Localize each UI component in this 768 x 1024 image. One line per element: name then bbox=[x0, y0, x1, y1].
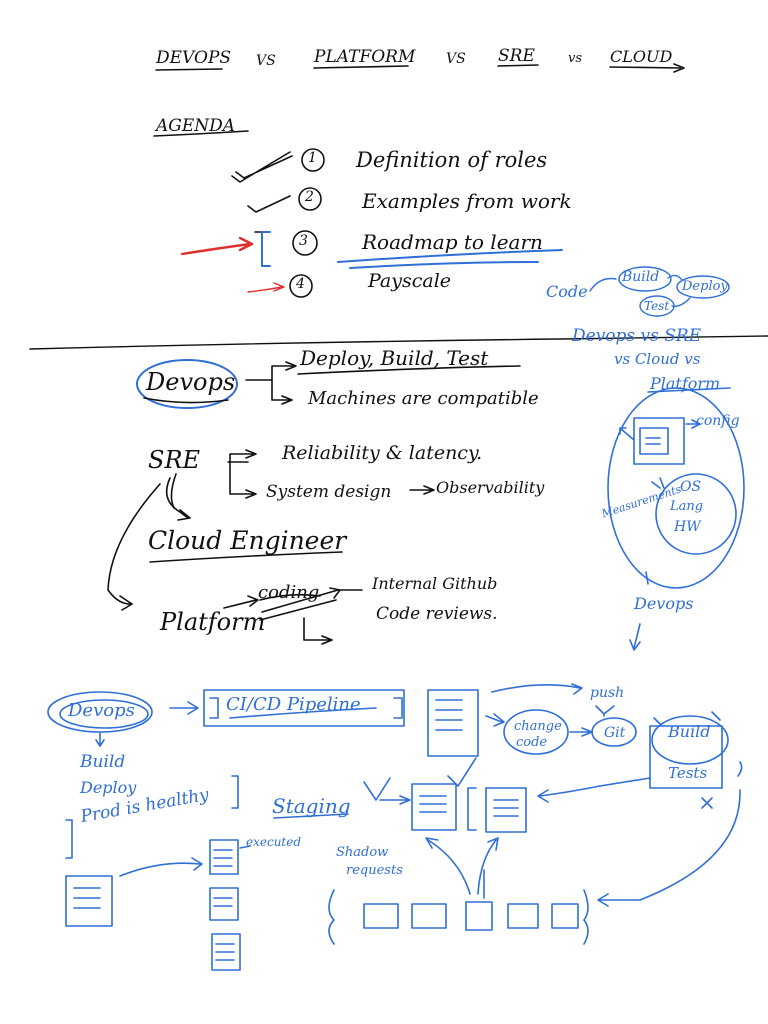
side-lang: Lang bbox=[670, 499, 704, 514]
example-cicd-pipeline: CI/CD Pipeline bbox=[226, 694, 361, 715]
platform-coding: coding bbox=[258, 582, 320, 603]
side-title-line-1: Devops vs SRE bbox=[572, 326, 702, 346]
agenda-item-4-number: 4 bbox=[296, 276, 305, 292]
side-os: OS bbox=[680, 479, 702, 495]
agenda-item-2-number: 2 bbox=[305, 189, 314, 205]
example-git: Git bbox=[604, 725, 626, 741]
role-sre: SRE bbox=[148, 446, 201, 474]
flow-deploy: Deploy bbox=[682, 279, 728, 294]
example-build: Build bbox=[80, 752, 126, 772]
agenda-item-3-text: Roadmap to learn bbox=[362, 230, 543, 254]
title-devops: DEVOPS bbox=[156, 48, 232, 68]
flow-build: Build bbox=[622, 269, 660, 285]
roles-strokes bbox=[107, 359, 521, 645]
agenda-underline bbox=[153, 130, 249, 137]
agenda-item-1-number: 1 bbox=[308, 150, 317, 166]
side-title-line-2: vs Cloud vs bbox=[614, 350, 701, 368]
example-staging: Staging bbox=[272, 794, 351, 818]
example-devops: Devops bbox=[68, 700, 135, 721]
side-hw: HW bbox=[674, 519, 701, 535]
agenda-markers bbox=[231, 148, 325, 298]
role-cloud-engineer: Cloud Engineer bbox=[148, 526, 347, 555]
sre-reliability-latency: Reliability & latency. bbox=[282, 442, 483, 464]
title-vs-3: vs bbox=[568, 51, 583, 66]
example-push: push bbox=[590, 685, 625, 701]
agenda-blue-marks bbox=[261, 231, 563, 269]
flow-test: Test bbox=[644, 299, 670, 313]
title-vs-1: VS bbox=[256, 53, 276, 69]
platform-code-reviews: Code reviews. bbox=[376, 604, 498, 624]
section-divider bbox=[29, 335, 768, 350]
platform-internal-github: Internal Github bbox=[372, 574, 498, 593]
example-shadow-line-1: Shadow bbox=[336, 845, 389, 860]
agenda-heading: AGENDA bbox=[156, 116, 236, 136]
sre-observability: Observability bbox=[436, 478, 545, 497]
title-cloud: CLOUD bbox=[610, 47, 673, 66]
agenda-item-3-number: 3 bbox=[299, 233, 308, 249]
title-underlines bbox=[155, 63, 685, 73]
title-sre: SRE bbox=[498, 46, 535, 66]
agenda-item-4-text: Payscale bbox=[368, 270, 452, 292]
title-vs-2: VS bbox=[446, 51, 466, 67]
devops-machines-compatible: Machines are compatible bbox=[308, 388, 539, 409]
example-change-line-2: code bbox=[516, 735, 548, 750]
agenda-item-1-text: Definition of roles bbox=[356, 148, 548, 172]
example-change-line-1: change bbox=[514, 719, 562, 734]
role-devops: Devops bbox=[146, 368, 236, 396]
side-devops: Devops bbox=[634, 594, 694, 613]
example-box-tests: Tests bbox=[668, 764, 708, 782]
example-shadow-line-2: requests bbox=[346, 863, 403, 878]
sre-system-design: System design bbox=[266, 482, 392, 502]
example-executed: executed bbox=[246, 835, 302, 849]
devops-deploy-build-test: Deploy, Build, Test bbox=[300, 346, 489, 370]
side-config: config bbox=[696, 413, 740, 429]
flow-code: Code bbox=[546, 282, 588, 301]
side-title-line-3: Platform bbox=[650, 374, 721, 393]
example-strokes bbox=[47, 683, 743, 971]
role-platform: Platform bbox=[160, 608, 266, 636]
flow-sketch-strokes bbox=[589, 266, 730, 317]
side-diagram-strokes bbox=[607, 387, 745, 651]
agenda-pointer-arrows bbox=[180, 236, 285, 293]
example-deploy: Deploy bbox=[80, 778, 137, 797]
title-platform: PLATFORM bbox=[314, 47, 416, 67]
example-box-build: Build bbox=[668, 722, 711, 741]
agenda-item-2-text: Examples from work bbox=[362, 189, 572, 213]
